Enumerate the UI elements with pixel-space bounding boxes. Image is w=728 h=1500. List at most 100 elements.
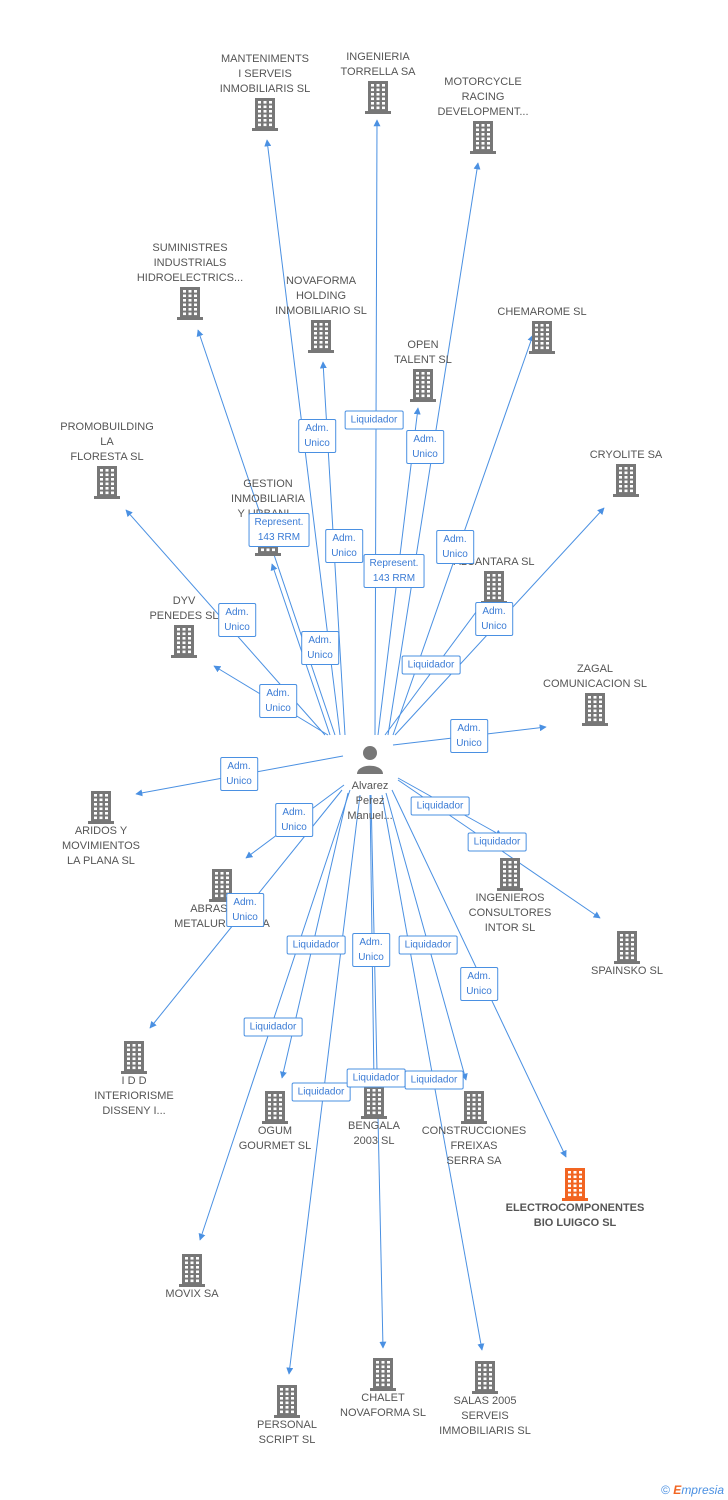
building-icon [410,369,436,402]
company-node-open_talent[interactable]: OPEN TALENT SL [343,338,503,402]
role-badge-chemarome[interactable]: Adm. Unico [436,530,474,564]
brand-logo-initial: E [673,1483,682,1497]
building-icon [481,571,507,604]
company-name: SALAS 2005 SERVEIS IMMOBILIARIS SL [439,1395,531,1437]
building-icon [252,98,278,131]
role-badge-movix[interactable]: Liquidador [286,935,346,955]
company-node-aridos[interactable]: ARIDOS Y MOVIMIENTOS LA PLANA SL [21,790,181,869]
building-icon [209,869,235,902]
company-name: ABRASIVOS METALURGICA SA [174,903,270,930]
company-node-chemarome[interactable]: CHEMAROME SL [462,305,622,354]
role-badge-manteniments[interactable]: Adm. Unico [298,419,336,453]
company-node-alcantara[interactable]: ALCANTARA SL [414,555,574,604]
company-node-salas[interactable]: SALAS 2005 SERVEIS IMMOBILIARIS SL [405,1360,565,1439]
role-badge-ingenieros[interactable]: Liquidador [467,832,527,852]
role-badge-gestion[interactable]: Adm. Unico [301,631,339,665]
role-badge-dyv[interactable]: Adm. Unico [259,684,297,718]
role-badge-personal[interactable]: Liquidador [291,1082,351,1102]
company-name: CRYOLITE SA [589,449,663,461]
company-node-dyv[interactable]: DYV PENEDES SL [104,594,264,658]
company-node-abrasivos[interactable]: ABRASIVOS METALURGICA SA [142,868,302,932]
person-icon [357,746,383,774]
company-node-personal[interactable]: PERSONAL SCRIPT SL [207,1384,367,1448]
building-icon [470,121,496,154]
company-node-spainsko[interactable]: SPAINSKO SL [547,930,707,979]
building-icon [179,1254,205,1287]
company-name: I D D INTERIORISME DISSENY I... [94,1075,174,1117]
role-badge-cryolite[interactable]: Adm. Unico [475,602,513,636]
building-icon [370,1358,396,1391]
company-node-electro[interactable]: ELECTROCOMPONENTES BIO LUIGCO SL [495,1167,655,1231]
company-node-promobuilding[interactable]: PROMOBUILDING LA FLORESTA SL [27,420,187,499]
company-name: SUMINISTRES INDUSTRIALS HIDROELECTRICS..… [136,242,244,284]
company-name: CHEMAROME SL [497,306,587,318]
company-node-manteniments[interactable]: MANTENIMENTS I SERVEIS INMOBILIARIS SL [185,52,345,131]
company-name: ZAGAL COMUNICACION SL [543,663,647,690]
company-node-motorcycle[interactable]: MOTORCYCLE RACING DEVELOPMENT... [403,75,563,154]
company-name: ARIDOS Y MOVIMIENTOS LA PLANA SL [61,825,141,867]
role-badge-alcantara[interactable]: Liquidador [401,655,461,675]
company-name: INGENIEROS CONSULTORES INTOR SL [468,892,552,934]
person-name: Alvarez Perez Manuel... [347,780,393,822]
brand-logo-rest: mpresia [681,1483,724,1497]
footer-credit: © Empresia [661,1483,724,1497]
company-name: PERSONAL SCRIPT SL [257,1419,317,1446]
company-node-cryolite[interactable]: CRYOLITE SA [546,448,706,497]
role-badge-zagal[interactable]: Adm. Unico [450,719,488,753]
company-node-chalet[interactable]: CHALET NOVAFORMA SL [303,1357,463,1421]
role-badge-salas[interactable]: Liquidador [404,1070,464,1090]
company-name: MOVIX SA [165,1288,219,1300]
company-name: MANTENIMENTS I SERVEIS INMOBILIARIS SL [219,53,311,95]
company-node-suministres[interactable]: SUMINISTRES INDUSTRIALS HIDROELECTRICS..… [110,241,270,320]
building-icon [472,1361,498,1394]
edge-movix [198,789,351,1241]
company-name: CHALET NOVAFORMA SL [340,1392,426,1419]
company-name: PROMOBUILDING LA FLORESTA SL [60,421,154,463]
role-badge-abrasivos[interactable]: Adm. Unico [275,803,313,837]
building-icon [262,1091,288,1124]
building-icon [308,320,334,353]
company-node-torrella[interactable]: INGENIERIA TORRELLA SA [298,50,458,114]
building-icon [94,466,120,499]
person-node[interactable]: Alvarez Perez Manuel... [330,744,410,824]
role-badge-motorcycle[interactable]: Adm. Unico [406,430,444,464]
company-node-novaforma_holding[interactable]: NOVAFORMA HOLDING INMOBILIARIO SL [241,274,401,353]
role-badge-ogum[interactable]: Liquidador [243,1017,303,1037]
building-icon [562,1168,588,1201]
company-name: INGENIERIA TORRELLA SA [340,51,416,78]
company-node-idd[interactable]: I D D INTERIORISME DISSENY I... [54,1040,214,1119]
company-name: DYV PENEDES SL [149,595,219,622]
role-badge-suministres[interactable]: Represent. 143 RRM [248,513,310,547]
company-name: MOTORCYCLE RACING DEVELOPMENT... [437,76,529,118]
building-icon [582,693,608,726]
role-badge-chalet[interactable]: Liquidador [346,1068,406,1088]
role-badge-spainsko[interactable]: Liquidador [410,796,470,816]
company-node-ogum[interactable]: OGUM GOURMET SL [195,1090,355,1154]
role-badge-aridos[interactable]: Adm. Unico [220,757,258,791]
building-icon [613,464,639,497]
role-badge-torrella[interactable]: Liquidador [344,410,404,430]
company-name: OPEN TALENT SL [394,339,452,366]
company-name: NOVAFORMA HOLDING INMOBILIARIO SL [275,275,367,317]
building-icon [529,321,555,354]
role-badge-construcciones[interactable]: Liquidador [398,935,458,955]
role-badge-open_talent[interactable]: Represent. 143 RRM [363,554,425,588]
company-name: ELECTROCOMPONENTES BIO LUIGCO SL [505,1202,645,1229]
company-name: CONSTRUCCIONES FREIXAS SERRA SA [421,1125,527,1167]
building-icon [461,1091,487,1124]
company-node-bengala[interactable]: BENGALA 2003 SL [294,1085,454,1149]
building-icon [497,858,523,891]
company-node-construcciones[interactable]: CONSTRUCCIONES FREIXAS SERRA SA [394,1090,554,1169]
role-badge-idd[interactable]: Adm. Unico [226,893,264,927]
company-node-zagal[interactable]: ZAGAL COMUNICACION SL [515,662,675,726]
role-badge-novaforma_holding[interactable]: Adm. Unico [325,529,363,563]
role-badge-promobuilding[interactable]: Adm. Unico [218,603,256,637]
edge-gestion [270,563,331,736]
company-node-movix[interactable]: MOVIX SA [112,1253,272,1302]
company-name: SPAINSKO SL [591,965,663,977]
role-badge-bengala[interactable]: Adm. Unico [352,933,390,967]
role-badge-electro[interactable]: Adm. Unico [460,967,498,1001]
company-node-ingenieros[interactable]: INGENIEROS CONSULTORES INTOR SL [430,857,590,936]
building-icon [361,1086,387,1119]
building-icon [177,287,203,320]
